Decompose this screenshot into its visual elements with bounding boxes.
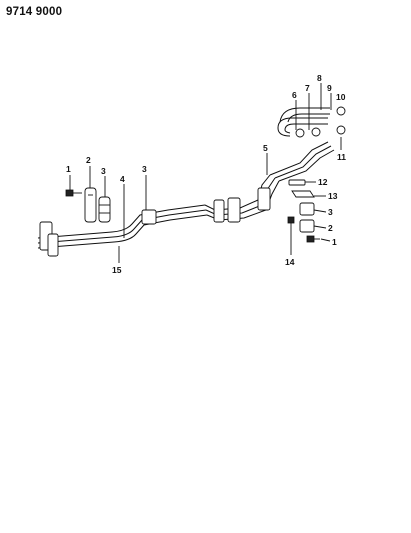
callout-14: 14 xyxy=(285,257,295,267)
callout-7: 7 xyxy=(305,83,310,93)
callout-3-mid: 3 xyxy=(142,164,147,174)
leader-lines xyxy=(69,83,342,263)
callout-4: 4 xyxy=(120,174,125,184)
callout-8: 8 xyxy=(317,73,322,83)
callout-2-right: 2 xyxy=(328,223,333,233)
callout-13: 13 xyxy=(328,191,338,201)
callout-2-left: 2 xyxy=(86,155,91,165)
callout-15: 15 xyxy=(112,265,122,275)
callout-1-left: 1 xyxy=(66,164,71,174)
callout-9: 9 xyxy=(327,83,332,93)
callout-10: 10 xyxy=(336,92,346,102)
callouts: 1 2 3 4 3 15 5 6 7 8 9 10 11 12 13 3 2 1… xyxy=(66,73,346,275)
callout-1-right: 1 xyxy=(332,237,337,247)
callout-6: 6 xyxy=(292,90,297,100)
left-exploded-parts xyxy=(65,187,111,223)
diagram-part-number: 9714 9000 xyxy=(6,6,63,18)
right-exploded-parts xyxy=(287,179,320,243)
tube-bundle xyxy=(37,141,335,249)
bundle-clips xyxy=(39,187,271,257)
callout-5: 5 xyxy=(263,143,268,153)
callout-3-right: 3 xyxy=(328,207,333,217)
callout-11: 11 xyxy=(337,152,346,162)
hose-assembly xyxy=(277,106,346,138)
callout-12: 12 xyxy=(318,177,328,187)
callout-3-left: 3 xyxy=(101,166,106,176)
